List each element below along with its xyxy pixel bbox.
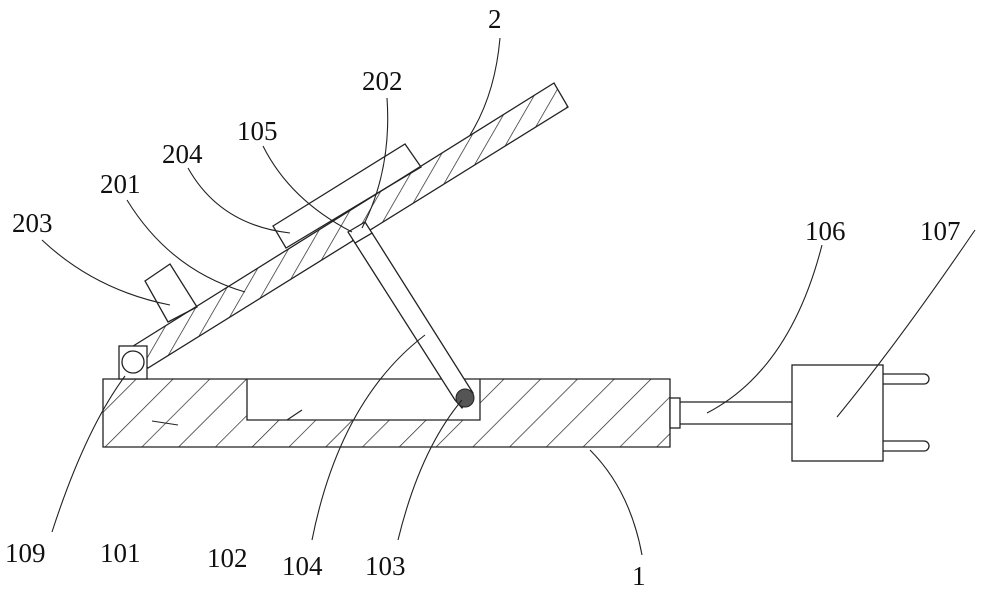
label-106: 106 xyxy=(805,216,846,246)
label-109: 109 xyxy=(5,538,46,568)
support-rod-104 xyxy=(355,233,474,408)
label-1: 1 xyxy=(632,561,646,591)
label-203: 203 xyxy=(12,208,53,238)
label-2: 2 xyxy=(488,4,502,34)
label-103: 103 xyxy=(365,551,406,581)
cable-connector xyxy=(670,398,680,428)
label-201: 201 xyxy=(100,169,141,199)
label-105: 105 xyxy=(237,116,278,146)
panel-2 xyxy=(130,83,568,368)
label-107: 107 xyxy=(920,216,961,246)
label-202: 202 xyxy=(362,66,403,96)
hinge-109 xyxy=(119,346,147,379)
label-204: 204 xyxy=(162,139,203,169)
power-cable-106 xyxy=(680,402,792,424)
base-body-101 xyxy=(103,379,670,447)
label-104: 104 xyxy=(282,551,323,581)
label-102: 102 xyxy=(207,543,248,573)
label-101: 101 xyxy=(100,538,141,568)
plug-107 xyxy=(792,365,929,461)
